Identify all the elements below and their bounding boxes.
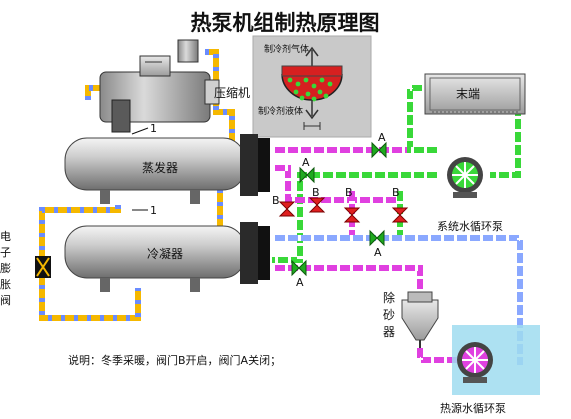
system-pump-icon bbox=[447, 157, 483, 198]
marker-one-upper: 1 bbox=[150, 122, 157, 135]
valve-b-left bbox=[278, 201, 296, 217]
desander-icon bbox=[401, 291, 439, 348]
valve-b-center-label: B bbox=[345, 186, 353, 199]
valve-a-mid-label: A bbox=[302, 156, 310, 169]
expansion-valve-label-1: 电 bbox=[0, 230, 11, 243]
valve-a-mid bbox=[299, 166, 315, 184]
valve-b-mid bbox=[308, 197, 326, 213]
source-pump-label: 热源水循环泵 bbox=[440, 401, 506, 415]
diagram-title: 热泵机组制热原理图 bbox=[191, 11, 380, 35]
valve-a-top-label: A bbox=[378, 131, 386, 144]
condenser-label: 冷凝器 bbox=[147, 246, 183, 261]
refrigerant-gas-label: 制冷剂气体 bbox=[264, 43, 309, 55]
expansion-valve-label-3: 膨 bbox=[0, 261, 11, 275]
desander-label-1: 除 bbox=[383, 290, 395, 305]
valve-b-right-label: B bbox=[392, 186, 400, 199]
evaporator-label: 蒸发器 bbox=[142, 160, 178, 175]
expansion-valve-icon bbox=[35, 256, 51, 278]
valve-a-top bbox=[371, 141, 387, 159]
expansion-valve-label-4: 胀 bbox=[0, 278, 11, 291]
valve-b-left-label: B bbox=[272, 194, 280, 207]
desander-label-3: 器 bbox=[383, 325, 395, 339]
expansion-valve-label-2: 子 bbox=[0, 246, 11, 259]
source-pump-icon bbox=[457, 342, 493, 383]
compressor bbox=[99, 39, 220, 133]
refrigerant-liquid-label: 制冷剂液体 bbox=[258, 105, 303, 117]
evaporator bbox=[64, 134, 270, 204]
valve-a-lower-right-label: A bbox=[374, 246, 382, 259]
terminal-label: 末端 bbox=[456, 87, 480, 101]
note-text: 说明：冬季采暖，阀门B开启，阀门A关闭； bbox=[68, 353, 281, 367]
compressor-label: 压缩机 bbox=[214, 85, 250, 100]
valve-b-center bbox=[343, 207, 361, 223]
marker-one-lower: 1 bbox=[150, 204, 157, 217]
refrigerant-inset bbox=[252, 35, 372, 138]
condenser bbox=[64, 222, 270, 292]
valve-b-mid-label: B bbox=[312, 186, 320, 199]
desander-label-2: 砂 bbox=[383, 308, 395, 322]
valve-b-right bbox=[391, 207, 409, 223]
expansion-valve-label-5: 阀 bbox=[0, 293, 11, 307]
valve-a-lower-left bbox=[291, 259, 307, 277]
system-pump-label: 系统水循环泵 bbox=[437, 220, 503, 233]
valve-a-lower-right bbox=[369, 229, 385, 247]
terminal-unit bbox=[424, 73, 526, 115]
valve-a-lower-left-label: A bbox=[296, 276, 304, 289]
